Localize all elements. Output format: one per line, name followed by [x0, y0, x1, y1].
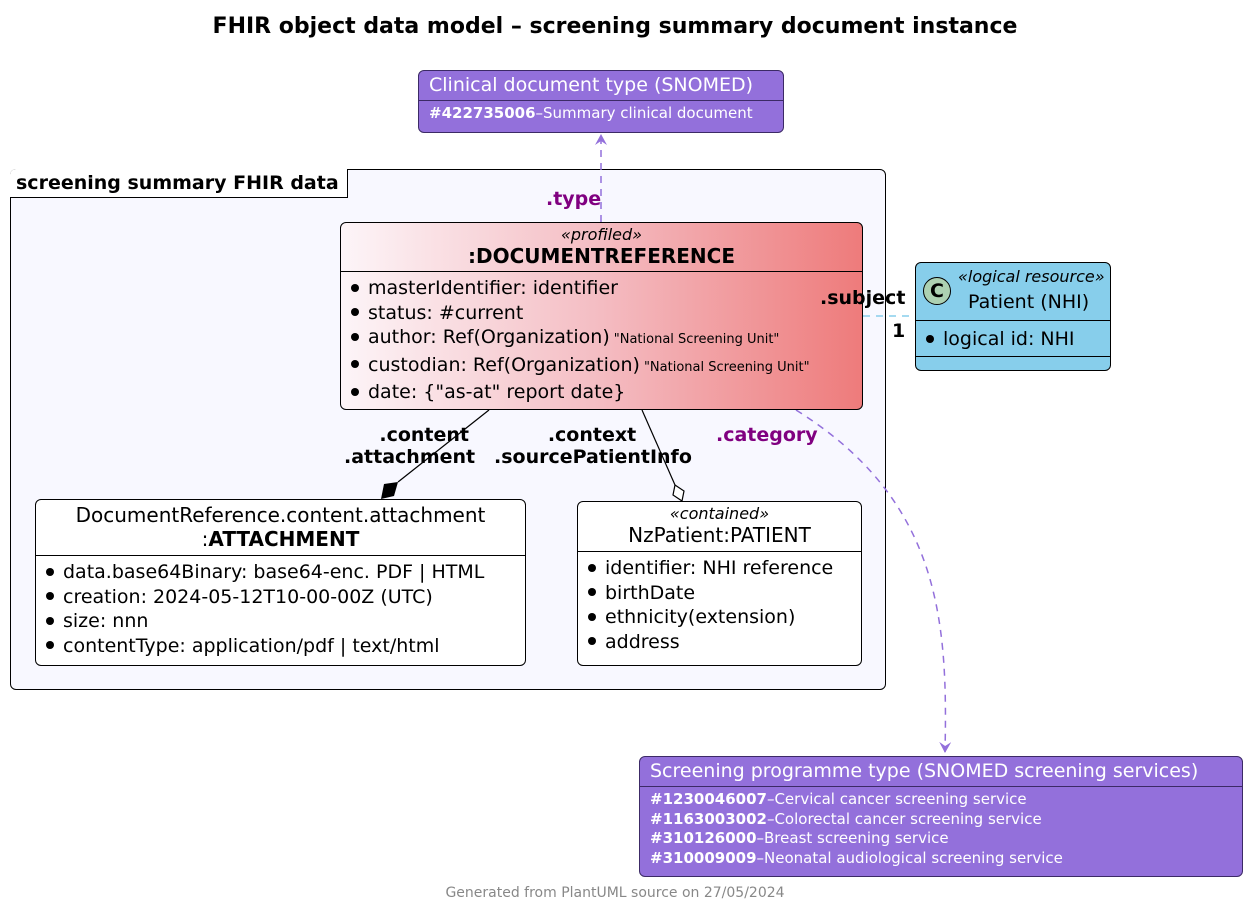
attribute: birthDate: [588, 581, 861, 606]
context-edge-label: .context.sourcePatientInfo: [494, 424, 692, 468]
class-name: ATTACHMENT: [208, 527, 360, 551]
subject-edge-label: .subject: [820, 287, 906, 309]
attribute: logical id: NHI: [926, 327, 1110, 352]
attribute: identifier: NHI reference: [588, 556, 861, 581]
attribute: data.base64Binary: base64-enc. PDF | HTM…: [46, 560, 525, 585]
attribute: date: {"as-at" report date}: [351, 380, 862, 405]
aggregation-diamond: [672, 484, 685, 502]
attribute: address: [588, 630, 861, 655]
diagram-title: FHIR object data model – screening summa…: [212, 14, 1018, 39]
class-name: :DOCUMENTREFERENCE: [468, 244, 735, 268]
clinical-document-type-title: Clinical document type (SNOMED): [419, 71, 783, 101]
attribute: ethnicity(extension): [588, 605, 861, 630]
valueset-row: #310126000–Breast screening service: [650, 829, 949, 847]
valueset-row: #422735006–Summary clinical document: [429, 104, 753, 122]
footer-note: Generated from PlantUML source on 27/05/…: [445, 885, 785, 901]
attribute: size: nnn: [46, 609, 525, 634]
stereotype: «contained»: [669, 504, 770, 523]
category-edge-label: .category: [716, 424, 818, 446]
valueset-row: #1230046007–Cervical cancer screening se…: [650, 790, 1027, 808]
patient-nhi-class: C «logical resource» Patient (NHI) logic…: [915, 262, 1111, 371]
screening-programme-type-box: Screening programme type (SNOMED screeni…: [639, 756, 1243, 877]
content-edge: [397, 409, 490, 483]
stereotype: «logical resource»: [958, 267, 1105, 286]
attribute: masterIdentifier: identifier: [351, 276, 862, 301]
class-name: Patient (NHI): [968, 291, 1090, 313]
category-edge: [795, 409, 952, 753]
content-edge-label: .content.attachment: [344, 424, 476, 468]
valueset-row: #310009009–Neonatal audiological screeni…: [650, 848, 1063, 867]
documentreference-class: «profiled» :DOCUMENTREFERENCE masterIden…: [340, 222, 863, 410]
class-name-line1: DocumentReference.content.attachment: [75, 503, 486, 527]
attribute: creation: 2024-05-12T10-00-00Z (UTC): [46, 585, 525, 610]
attribute: custodian: Ref(Organization)"National Sc…: [351, 353, 862, 381]
nzpatient-class: «contained» NzPatient:PATIENT identifier…: [577, 501, 862, 666]
type-edge-label: .type: [546, 188, 602, 210]
attribute: author: Ref(Organization)"National Scree…: [351, 325, 862, 353]
package-title: screening summary FHIR data: [10, 169, 348, 198]
class-name: NzPatient:PATIENT: [628, 523, 811, 547]
context-edge: [641, 409, 676, 486]
stereotype: «profiled»: [560, 225, 643, 244]
attachment-class: DocumentReference.content.attachment :AT…: [35, 499, 526, 666]
clinical-document-type-box: Clinical document type (SNOMED) #4227350…: [418, 70, 784, 133]
attribute: contentType: application/pdf | text/html: [46, 634, 525, 659]
valueset-row: #1163003002–Colorectal cancer screening …: [650, 809, 1042, 828]
composition-diamond: [381, 482, 398, 499]
class-c-icon: C: [923, 277, 951, 305]
screening-programme-type-title: Screening programme type (SNOMED screeni…: [640, 757, 1242, 787]
subject-multiplicity: 1: [892, 320, 906, 342]
attribute: status: #current: [351, 301, 862, 326]
